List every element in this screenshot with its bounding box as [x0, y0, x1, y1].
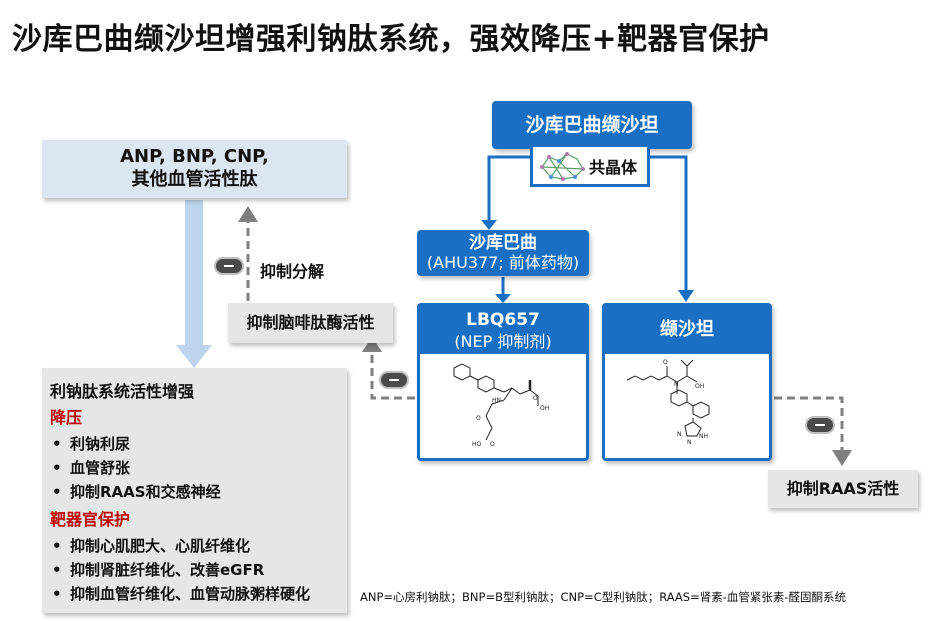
sacubitril-box: 沙库巴曲 (AHU377; 前体药物): [417, 230, 589, 276]
svg-text:OH: OH: [540, 405, 549, 412]
dashed-lbq-to-nep: [370, 350, 415, 400]
list-item: •抑制肾脏纤维化、改善eGFR: [52, 561, 265, 579]
sacubitril-sub: (AHU377; 前体药物): [426, 253, 580, 272]
list-item: •抑制RAAS和交感神经: [52, 483, 221, 501]
list-item: •抑制心肌肥大、心肌纤维化: [52, 537, 251, 555]
lbq657-name: LBQ657: [466, 310, 540, 330]
effects-section-organ: 靶器官保护: [50, 510, 131, 529]
cocrystal-label: 共晶体: [589, 158, 638, 177]
sacubitril-name: 沙库巴曲: [469, 233, 537, 253]
inhibit-minus-icon: [214, 257, 244, 275]
svg-text:O: O: [533, 395, 538, 402]
sacubitril-valsartan-box: 沙库巴曲缬沙坦: [492, 101, 692, 149]
list-item: •抑制血管纤维化、血管动脉粥样硬化: [52, 585, 311, 603]
svg-text:OH: OH: [695, 383, 704, 390]
effects-list-bp: •利钠利尿 •血管舒张 •抑制RAAS和交感神经: [50, 432, 347, 504]
inhibit-minus-icon: [379, 371, 409, 389]
lbq657-sub: (NEP 抑制剂): [454, 332, 552, 351]
valsartan-name: 缬沙坦: [605, 306, 769, 354]
dashed-val-to-raas: [774, 396, 844, 450]
footnote: ANP=心房利钠肽；BNP=B型利钠肽；CNP=C型利钠肽；RAAS=肾素-血管…: [360, 590, 847, 604]
lbq657-header: LBQ657 (NEP 抑制剂): [420, 306, 586, 354]
effects-heading: 利钠肽系统活性增强: [50, 382, 195, 401]
svg-text:NH: NH: [699, 433, 708, 440]
list-item: •利钠利尿: [52, 435, 131, 453]
cocrystal-box: 共晶体: [530, 147, 650, 187]
inhibit-minus-icon: [805, 416, 835, 434]
svg-text:HO: HO: [472, 441, 482, 448]
big-down-arrow: [176, 200, 212, 368]
degradation-label: 抑制分解: [260, 262, 325, 281]
peptides-line2: 其他血管活性肽: [131, 169, 258, 190]
svg-text:O: O: [663, 359, 668, 366]
blue-arrows: [487, 155, 688, 296]
neprilysin-inhibition-box: 抑制脑啡肽酶活性: [228, 303, 393, 343]
effects-section-bp: 降压: [50, 408, 83, 427]
raas-inhibition-box: 抑制RAAS活性: [768, 470, 918, 508]
page-title: 沙库巴曲缬沙坦增强利钠肽系统，强效降压+靶器官保护: [12, 22, 770, 57]
natriuretic-peptides-box: ANP, BNP, CNP, 其他血管活性肽: [42, 140, 347, 198]
list-item: •血管舒张: [52, 459, 131, 477]
peptides-line1: ANP, BNP, CNP,: [120, 146, 269, 167]
svg-text:HN: HN: [492, 397, 501, 404]
svg-text:N: N: [687, 439, 692, 446]
svg-text:O: O: [476, 415, 481, 422]
svg-text:N: N: [674, 381, 679, 388]
svg-text:O: O: [490, 441, 495, 448]
crystal-structure-icon: [540, 152, 585, 181]
effects-box: 利钠肽系统活性增强 降压 •利钠利尿 •血管舒张 •抑制RAAS和交感神经 靶器…: [42, 368, 347, 613]
effects-list-organ: •抑制心肌肥大、心肌纤维化 •抑制肾脏纤维化、改善eGFR •抑制血管纤维化、血…: [50, 534, 347, 606]
svg-text:N: N: [677, 431, 682, 438]
